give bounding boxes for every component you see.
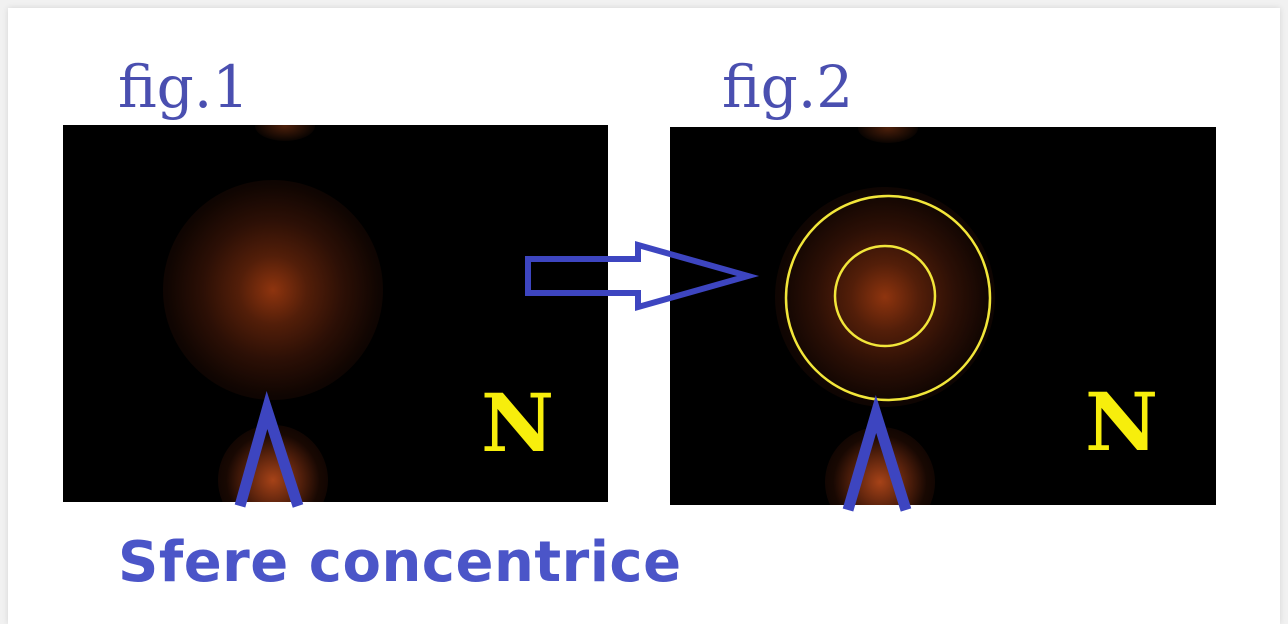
central-glow (775, 187, 995, 407)
fig2-label: fig.2 (722, 53, 854, 121)
north-label: N (1085, 375, 1159, 469)
fig1-label: fig.1 (118, 53, 250, 121)
bottom-glow (218, 425, 328, 502)
caption: Sfere concentrice (118, 530, 682, 595)
bottom-glow (825, 427, 935, 505)
fig1-panel: N (63, 125, 608, 502)
top-glow (255, 125, 315, 141)
fig2-panel: N (670, 127, 1216, 505)
north-label: N (481, 376, 555, 470)
top-glow (858, 127, 918, 143)
central-glow (163, 180, 383, 400)
